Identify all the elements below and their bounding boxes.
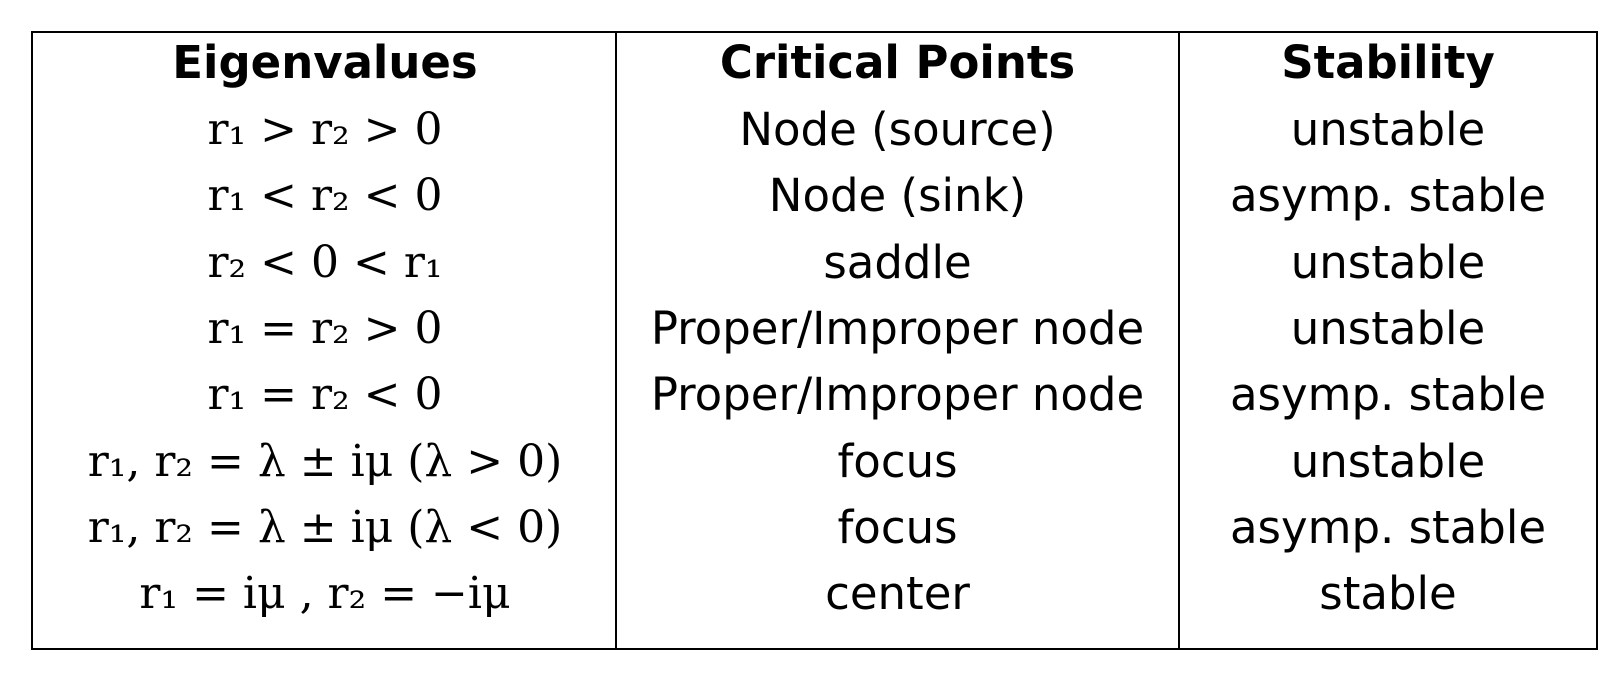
table-cell-stability: asymp. stable <box>1229 368 1547 421</box>
table-cell-critical-point: saddle <box>823 236 972 289</box>
table-cell-critical-point: focus <box>837 501 958 554</box>
table-cell-eigenvalues: r₁, r₂ = λ ± iμ (λ < 0) <box>87 502 563 553</box>
table-cell-eigenvalues: r₁ > r₂ > 0 <box>207 104 443 155</box>
table-cell-critical-point: center <box>825 567 970 620</box>
table-cell-critical-point: Node (sink) <box>768 169 1027 222</box>
table-cell-critical-point: focus <box>837 435 958 488</box>
header-eigenvalues: Eigenvalues <box>172 36 478 89</box>
table-cell-stability: stable <box>1319 567 1457 620</box>
table-cell-stability: asymp. stable <box>1229 501 1547 554</box>
table-cell-eigenvalues: r₁ = r₂ > 0 <box>207 303 443 354</box>
stability-table: Eigenvalues Critical Points Stability r₁… <box>31 31 1598 650</box>
header-stability: Stability <box>1281 36 1495 89</box>
table-cell-stability: unstable <box>1290 435 1486 488</box>
table-cell-eigenvalues: r₁ = r₂ < 0 <box>207 369 443 420</box>
table-cell-stability: asymp. stable <box>1229 169 1547 222</box>
table-cell-critical-point: Node (source) <box>739 103 1056 156</box>
table-cell-eigenvalues: r₁ = iμ , r₂ = −iμ <box>139 568 511 619</box>
table-cell-critical-point: Proper/Improper node <box>650 368 1145 421</box>
header-critical-points: Critical Points <box>719 36 1076 89</box>
column-divider <box>615 33 617 648</box>
table-cell-eigenvalues: r₁ < r₂ < 0 <box>207 170 443 221</box>
table-cell-stability: unstable <box>1290 302 1486 355</box>
table-cell-critical-point: Proper/Improper node <box>650 302 1145 355</box>
table-cell-stability: unstable <box>1290 103 1486 156</box>
table-cell-eigenvalues: r₂ < 0 < r₁ <box>207 237 443 288</box>
table-cell-stability: unstable <box>1290 236 1486 289</box>
column-divider <box>1178 33 1180 648</box>
table-cell-eigenvalues: r₁, r₂ = λ ± iμ (λ > 0) <box>87 436 563 487</box>
